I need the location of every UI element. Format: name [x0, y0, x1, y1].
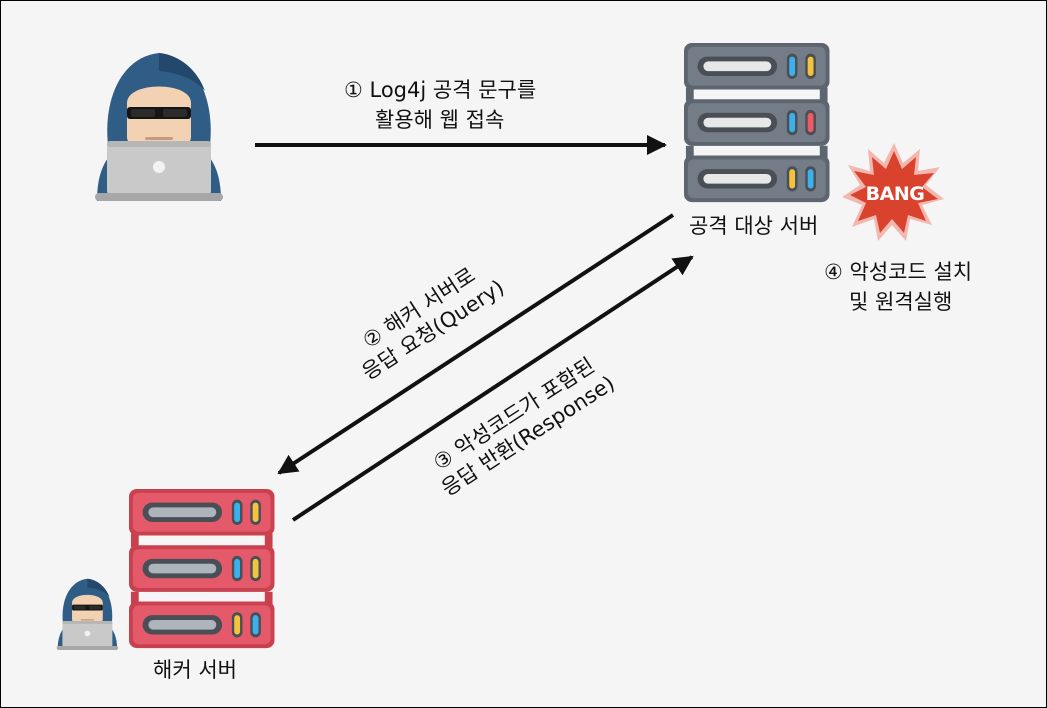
hacker-icon: [95, 53, 223, 201]
step1-label-line1: ① Log4j 공격 문구를: [344, 78, 537, 102]
bang-label: BANG: [865, 183, 925, 205]
target-server-label: 공격 대상 서버: [689, 214, 819, 238]
hacker-icon-small: [56, 578, 119, 650]
hacker-server-label: 해커 서버: [153, 658, 237, 682]
step4-label-line1: ④ 악성코드 설치: [824, 260, 973, 284]
step1-label-line2: 활용해 웹 접속: [375, 108, 505, 132]
step4-label-line2: 및 원격실행: [849, 290, 953, 314]
bang-icon: [842, 143, 944, 241]
server-icon-hacker: [129, 489, 275, 649]
server-icon-target: [684, 43, 830, 203]
arrow-step3: [291, 255, 694, 522]
arrow-step2: [277, 213, 675, 475]
